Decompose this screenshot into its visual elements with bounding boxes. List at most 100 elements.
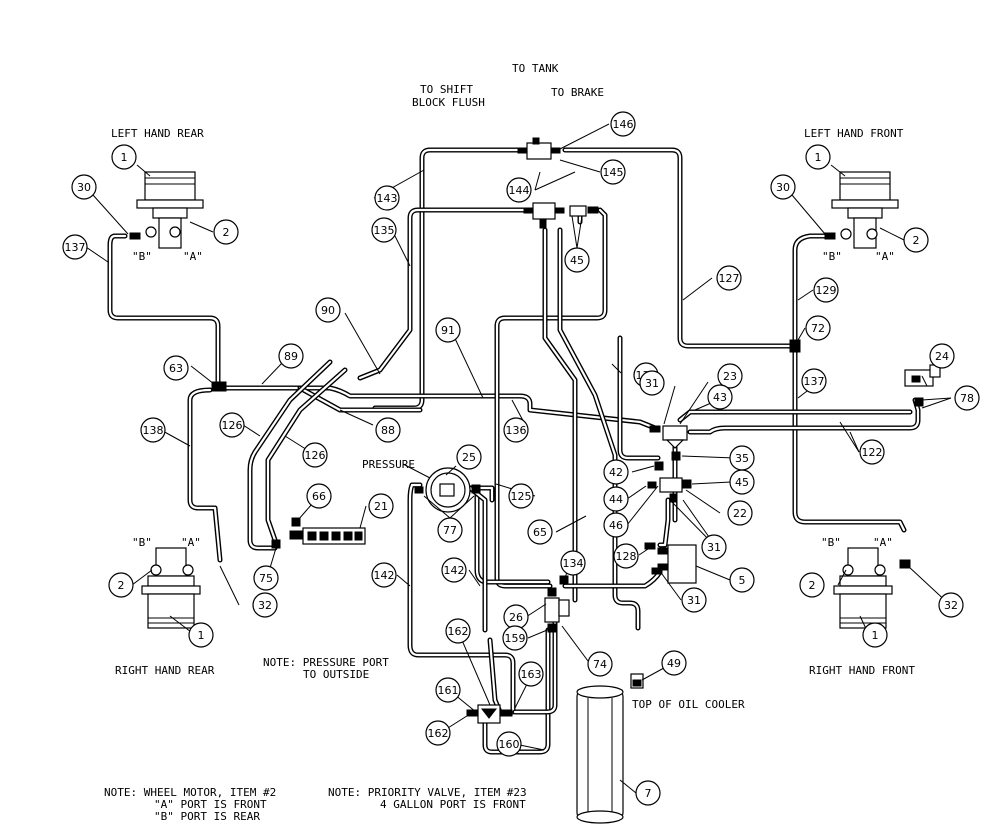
callout-circle (441, 557, 467, 583)
hose-126-b-inner (266, 368, 347, 542)
note-wheel-motor-3: "B" PORT IS REAR (154, 810, 260, 823)
callout-circle (859, 439, 885, 465)
callout-number: 26 (509, 611, 523, 624)
callout-number: 144 (509, 184, 530, 197)
callout-circle (635, 780, 661, 806)
callout-bubble: 137 (801, 368, 827, 394)
callout-circle (610, 111, 636, 137)
callout-bubble: 5 (729, 567, 755, 593)
callout-bubble: 21 (368, 493, 394, 519)
hose-priority-valve-loop (617, 335, 661, 461)
callout-number: 126 (305, 449, 326, 462)
callout-bubble: 25 (456, 444, 482, 470)
hose-89-inner (216, 386, 657, 430)
callout-bubble: 24 (929, 343, 955, 369)
component-5 (657, 544, 697, 584)
callout-bubble: 45 (729, 469, 755, 495)
callout-number: 2 (913, 234, 920, 247)
fitting-30-right (824, 232, 836, 240)
callout-circle (111, 144, 137, 170)
hose-126-a-inner (248, 360, 332, 550)
callout-number: 89 (284, 350, 298, 363)
callout-number: 137 (65, 241, 86, 254)
callout-number: 162 (428, 727, 449, 740)
callout-bubble: 30 (71, 174, 97, 200)
fitting-cluster-center (647, 451, 692, 503)
label-block-flush: BLOCK FLUSH (412, 96, 485, 109)
callout-number: 5 (739, 574, 746, 587)
callout-circle (813, 277, 839, 303)
callout-bubble: 49 (661, 650, 687, 676)
callout-bubble: 7 (635, 780, 661, 806)
label-port-b-lhf: "B" (822, 250, 842, 263)
callout-circle (681, 587, 707, 613)
callout-bubble: 74 (587, 651, 613, 677)
callout-number: 128 (616, 550, 637, 563)
callout-circle (163, 355, 189, 381)
callout-number: 49 (667, 657, 681, 670)
hose-cooler-return-inner (558, 228, 640, 630)
callout-number: 91 (441, 324, 455, 337)
callout-number: 127 (719, 272, 740, 285)
fitting-31-c (651, 567, 663, 575)
callout-bubble: 163 (518, 661, 544, 687)
label-port-a-rhr: "A" (181, 536, 201, 549)
callout-number: 2 (223, 226, 230, 239)
callout-bubble: 26 (503, 604, 529, 630)
callout-circle (435, 677, 461, 703)
callout-number: 134 (563, 557, 584, 570)
label-right-hand-rear: RIGHT HAND REAR (115, 664, 215, 677)
callout-number: 90 (321, 304, 335, 317)
callout-number: 2 (809, 579, 816, 592)
callout-bubble: 143 (374, 185, 400, 211)
callout-circle (371, 217, 397, 243)
callout-circle (375, 417, 401, 443)
callout-bubble: 44 (603, 486, 629, 512)
hose-138-inner (188, 388, 222, 562)
label-to-brake: TO BRAKE (551, 86, 604, 99)
callout-number: 163 (521, 668, 542, 681)
callout-number: 1 (815, 151, 822, 164)
callout-circle (661, 650, 687, 676)
callout-circle (938, 592, 964, 618)
label-port-b-lhr: "B" (132, 250, 152, 263)
callout-circle (445, 618, 471, 644)
callout-bubble: 134 (560, 550, 586, 576)
priority-valve-23 (662, 425, 688, 449)
pressure-switch-24 (904, 364, 941, 387)
callout-bubble: 77 (437, 517, 463, 543)
callout-bubble: 1 (805, 144, 831, 170)
callout-number: 2 (118, 579, 125, 592)
callout-number: 25 (462, 451, 476, 464)
callout-number: 143 (377, 192, 398, 205)
callout-bubble: 122 (859, 439, 885, 465)
callout-bubble: 136 (503, 417, 529, 443)
hose-135-inner (358, 208, 532, 380)
callout-bubble: 126 (219, 412, 245, 438)
hose-priority-valve-loop-inner (618, 336, 660, 460)
callout-number: 162 (448, 625, 469, 638)
callout-bubble: 126 (302, 442, 328, 468)
callout-number: 125 (511, 490, 532, 503)
label-port-b-rhr: "B" (132, 536, 152, 549)
callout-circle (603, 459, 629, 485)
callout-bubble: 31 (681, 587, 707, 613)
callout-bubble: 88 (375, 417, 401, 443)
callout-bubble: 162 (445, 618, 471, 644)
label-pressure-port-note-2: TO OUTSIDE (303, 668, 369, 681)
callout-circle (456, 444, 482, 470)
label-top-of-oil-cooler: TOP OF OIL COOLER (632, 698, 745, 711)
callout-circle (496, 731, 522, 757)
wheel-motor-right-hand-front (833, 547, 893, 629)
callout-bubble: 2 (213, 219, 239, 245)
callout-bubble: 127 (716, 265, 742, 291)
callout-bubble: 138 (140, 417, 166, 443)
callout-bubble: 66 (306, 483, 332, 509)
callout-number: 43 (713, 391, 727, 404)
callout-circle (506, 177, 532, 203)
callout-circle (954, 385, 980, 411)
hose-routing (107, 147, 921, 755)
callout-circle (219, 412, 245, 438)
callout-bubble: 1 (111, 144, 137, 170)
